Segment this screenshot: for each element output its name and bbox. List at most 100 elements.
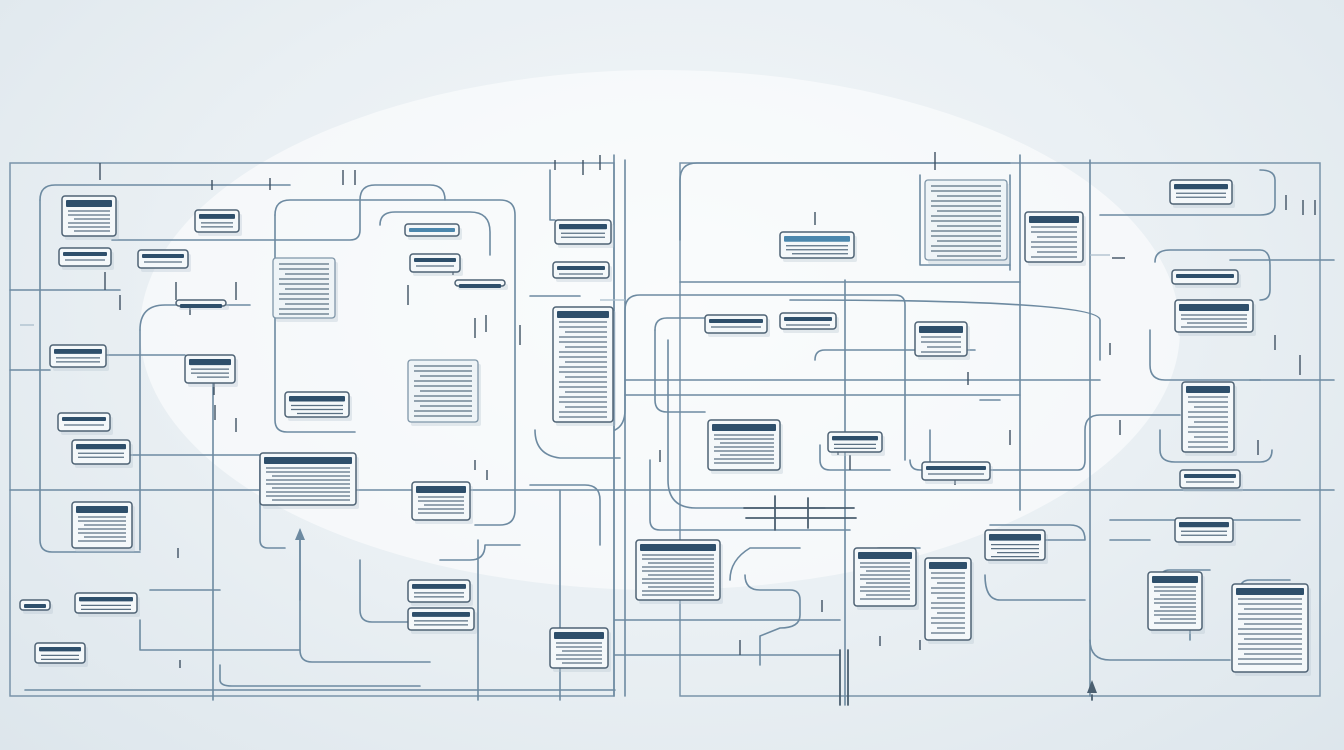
diagram-node bbox=[184, 354, 238, 387]
node-header-bar bbox=[784, 236, 850, 242]
diagram-node bbox=[57, 412, 113, 435]
node-header-bar bbox=[459, 284, 501, 288]
node-header-bar bbox=[784, 317, 832, 321]
diagram-node bbox=[1171, 269, 1241, 288]
wire bbox=[1149, 329, 1261, 381]
diagram-node bbox=[71, 501, 135, 552]
node-header-bar bbox=[264, 457, 352, 464]
diagram-nodes bbox=[19, 179, 1311, 676]
diagram-node bbox=[1169, 179, 1235, 208]
wire bbox=[654, 329, 706, 413]
wire bbox=[529, 484, 601, 546]
diagram-node bbox=[924, 179, 1010, 264]
diagram-node bbox=[407, 359, 481, 426]
diagram-node bbox=[853, 547, 919, 610]
wire bbox=[39, 199, 141, 553]
node-header-bar bbox=[66, 200, 112, 207]
card-node bbox=[194, 209, 240, 233]
diagram-node bbox=[74, 592, 140, 617]
wire bbox=[274, 214, 356, 433]
diagram-node bbox=[407, 579, 473, 606]
node-header-bar bbox=[557, 266, 605, 270]
wire bbox=[139, 304, 251, 331]
card-node bbox=[57, 412, 111, 432]
node-header-bar bbox=[39, 647, 81, 652]
card-node bbox=[49, 344, 107, 368]
node-header-bar bbox=[1152, 576, 1198, 583]
wire bbox=[379, 211, 491, 256]
wire bbox=[789, 299, 1101, 361]
document-node bbox=[1179, 469, 1241, 489]
node-header-bar bbox=[63, 252, 107, 256]
diagram-node bbox=[411, 481, 473, 524]
node-header-bar bbox=[142, 254, 184, 258]
node-header-bar bbox=[709, 319, 763, 323]
arrow-up-icon bbox=[1087, 680, 1097, 693]
diagram-node bbox=[1181, 381, 1237, 456]
node-header-bar bbox=[189, 359, 231, 366]
document-node bbox=[924, 179, 1008, 261]
diagram-node bbox=[549, 627, 611, 672]
wire bbox=[614, 294, 906, 461]
arrow-up-icon bbox=[295, 528, 305, 540]
node-header-bar bbox=[554, 632, 604, 639]
wire bbox=[20, 254, 1110, 326]
diagram-node bbox=[924, 557, 974, 644]
node-header-bar bbox=[929, 562, 967, 569]
node-header-bar bbox=[62, 417, 106, 421]
diagram-node bbox=[779, 312, 839, 333]
node-header-bar bbox=[412, 584, 466, 589]
wire bbox=[1099, 169, 1276, 216]
document-node bbox=[1231, 583, 1309, 673]
card-node bbox=[707, 419, 781, 471]
node-header-bar bbox=[712, 424, 776, 431]
diagram-node bbox=[49, 344, 109, 371]
wire bbox=[1089, 639, 1231, 661]
wire bbox=[989, 524, 1086, 541]
node-header-bar bbox=[640, 544, 716, 551]
diagram-node bbox=[71, 439, 133, 468]
wire bbox=[549, 169, 556, 221]
node-header-bar bbox=[1029, 216, 1079, 223]
node-header-bar bbox=[180, 304, 222, 308]
document-node bbox=[552, 306, 614, 423]
diagram-node bbox=[1179, 469, 1243, 492]
wire bbox=[534, 429, 621, 459]
wire bbox=[744, 574, 801, 666]
diagram-node bbox=[779, 231, 857, 262]
diagram-node bbox=[704, 314, 770, 337]
diagram-node bbox=[137, 249, 191, 272]
diagram-node bbox=[921, 461, 993, 484]
wire bbox=[679, 162, 1011, 241]
diagram-node bbox=[407, 607, 477, 634]
node-header-bar bbox=[289, 396, 345, 402]
diagram-node bbox=[554, 219, 614, 248]
wire bbox=[274, 199, 516, 526]
node-header-bar bbox=[1184, 474, 1236, 478]
node-header-bar bbox=[414, 258, 456, 262]
wire bbox=[259, 459, 286, 549]
wire bbox=[654, 317, 706, 331]
wire bbox=[729, 547, 801, 581]
diagram-node bbox=[34, 642, 88, 667]
node-header-bar bbox=[919, 326, 963, 333]
diagram-node bbox=[1174, 299, 1256, 336]
wire bbox=[649, 459, 851, 531]
card-node bbox=[554, 219, 612, 245]
card-node bbox=[71, 439, 131, 465]
diagram-node bbox=[61, 195, 119, 240]
wire bbox=[139, 619, 301, 651]
card-node bbox=[704, 314, 768, 334]
node-header-bar bbox=[1236, 588, 1304, 595]
diagram-node bbox=[914, 321, 970, 360]
wire bbox=[667, 339, 826, 509]
wire bbox=[919, 174, 1011, 266]
connector-wires bbox=[9, 162, 1335, 706]
diagram-node bbox=[194, 209, 242, 236]
node-header-bar bbox=[1186, 386, 1230, 393]
card-node bbox=[921, 461, 991, 481]
wire bbox=[819, 444, 891, 471]
diagram-node bbox=[552, 261, 612, 282]
wire bbox=[111, 184, 446, 241]
